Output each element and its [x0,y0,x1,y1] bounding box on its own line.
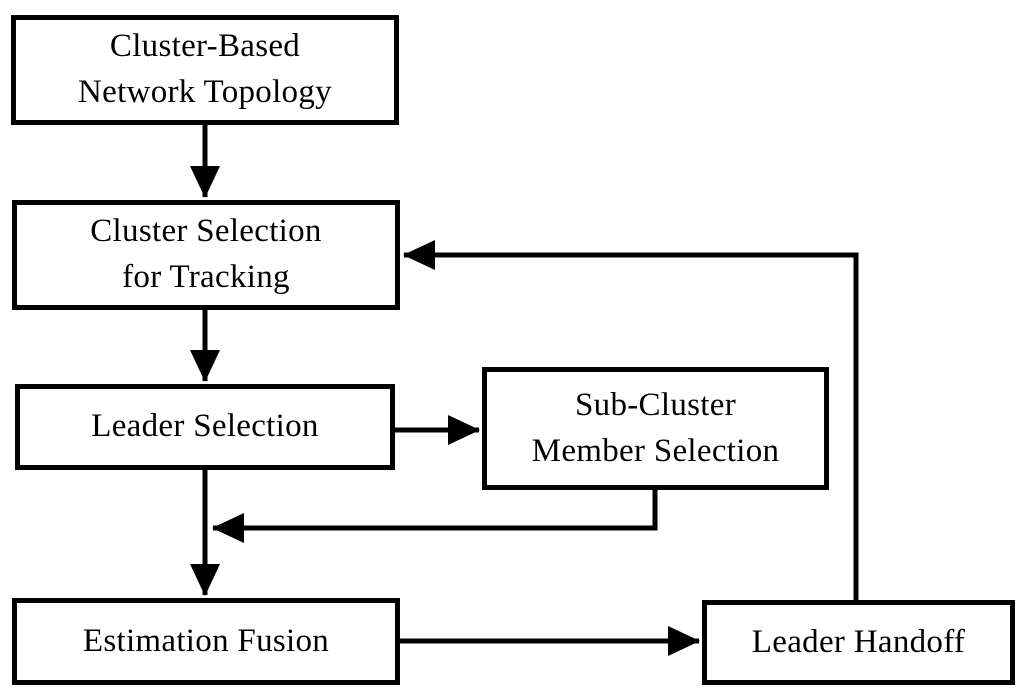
node-label: Cluster-Based Network Topology [78,28,332,110]
node-leader-handoff: Leader Handoff [702,600,1015,685]
node-label: Estimation Fusion [82,622,330,659]
node-label: Leader Selection [91,408,319,445]
node-leader-selection: Leader Selection [15,384,395,470]
node-label: Cluster Selection for Tracking [90,213,322,295]
arrow-subcluster-to-merge [211,490,658,543]
node-label: Leader Handoff [751,623,966,660]
node-label: Sub-Cluster Member Selection [531,386,780,469]
node-estimation-fusion: Estimation Fusion [12,598,400,685]
node-sub-cluster-member-selection: Sub-Cluster Member Selection [482,367,829,490]
arrow-leader-handoff-to-cluster-selection [402,240,859,600]
node-cluster-selection-for-tracking: Cluster Selection for Tracking [12,200,400,310]
node-cluster-based-network-topology: Cluster-Based Network Topology [11,15,399,125]
